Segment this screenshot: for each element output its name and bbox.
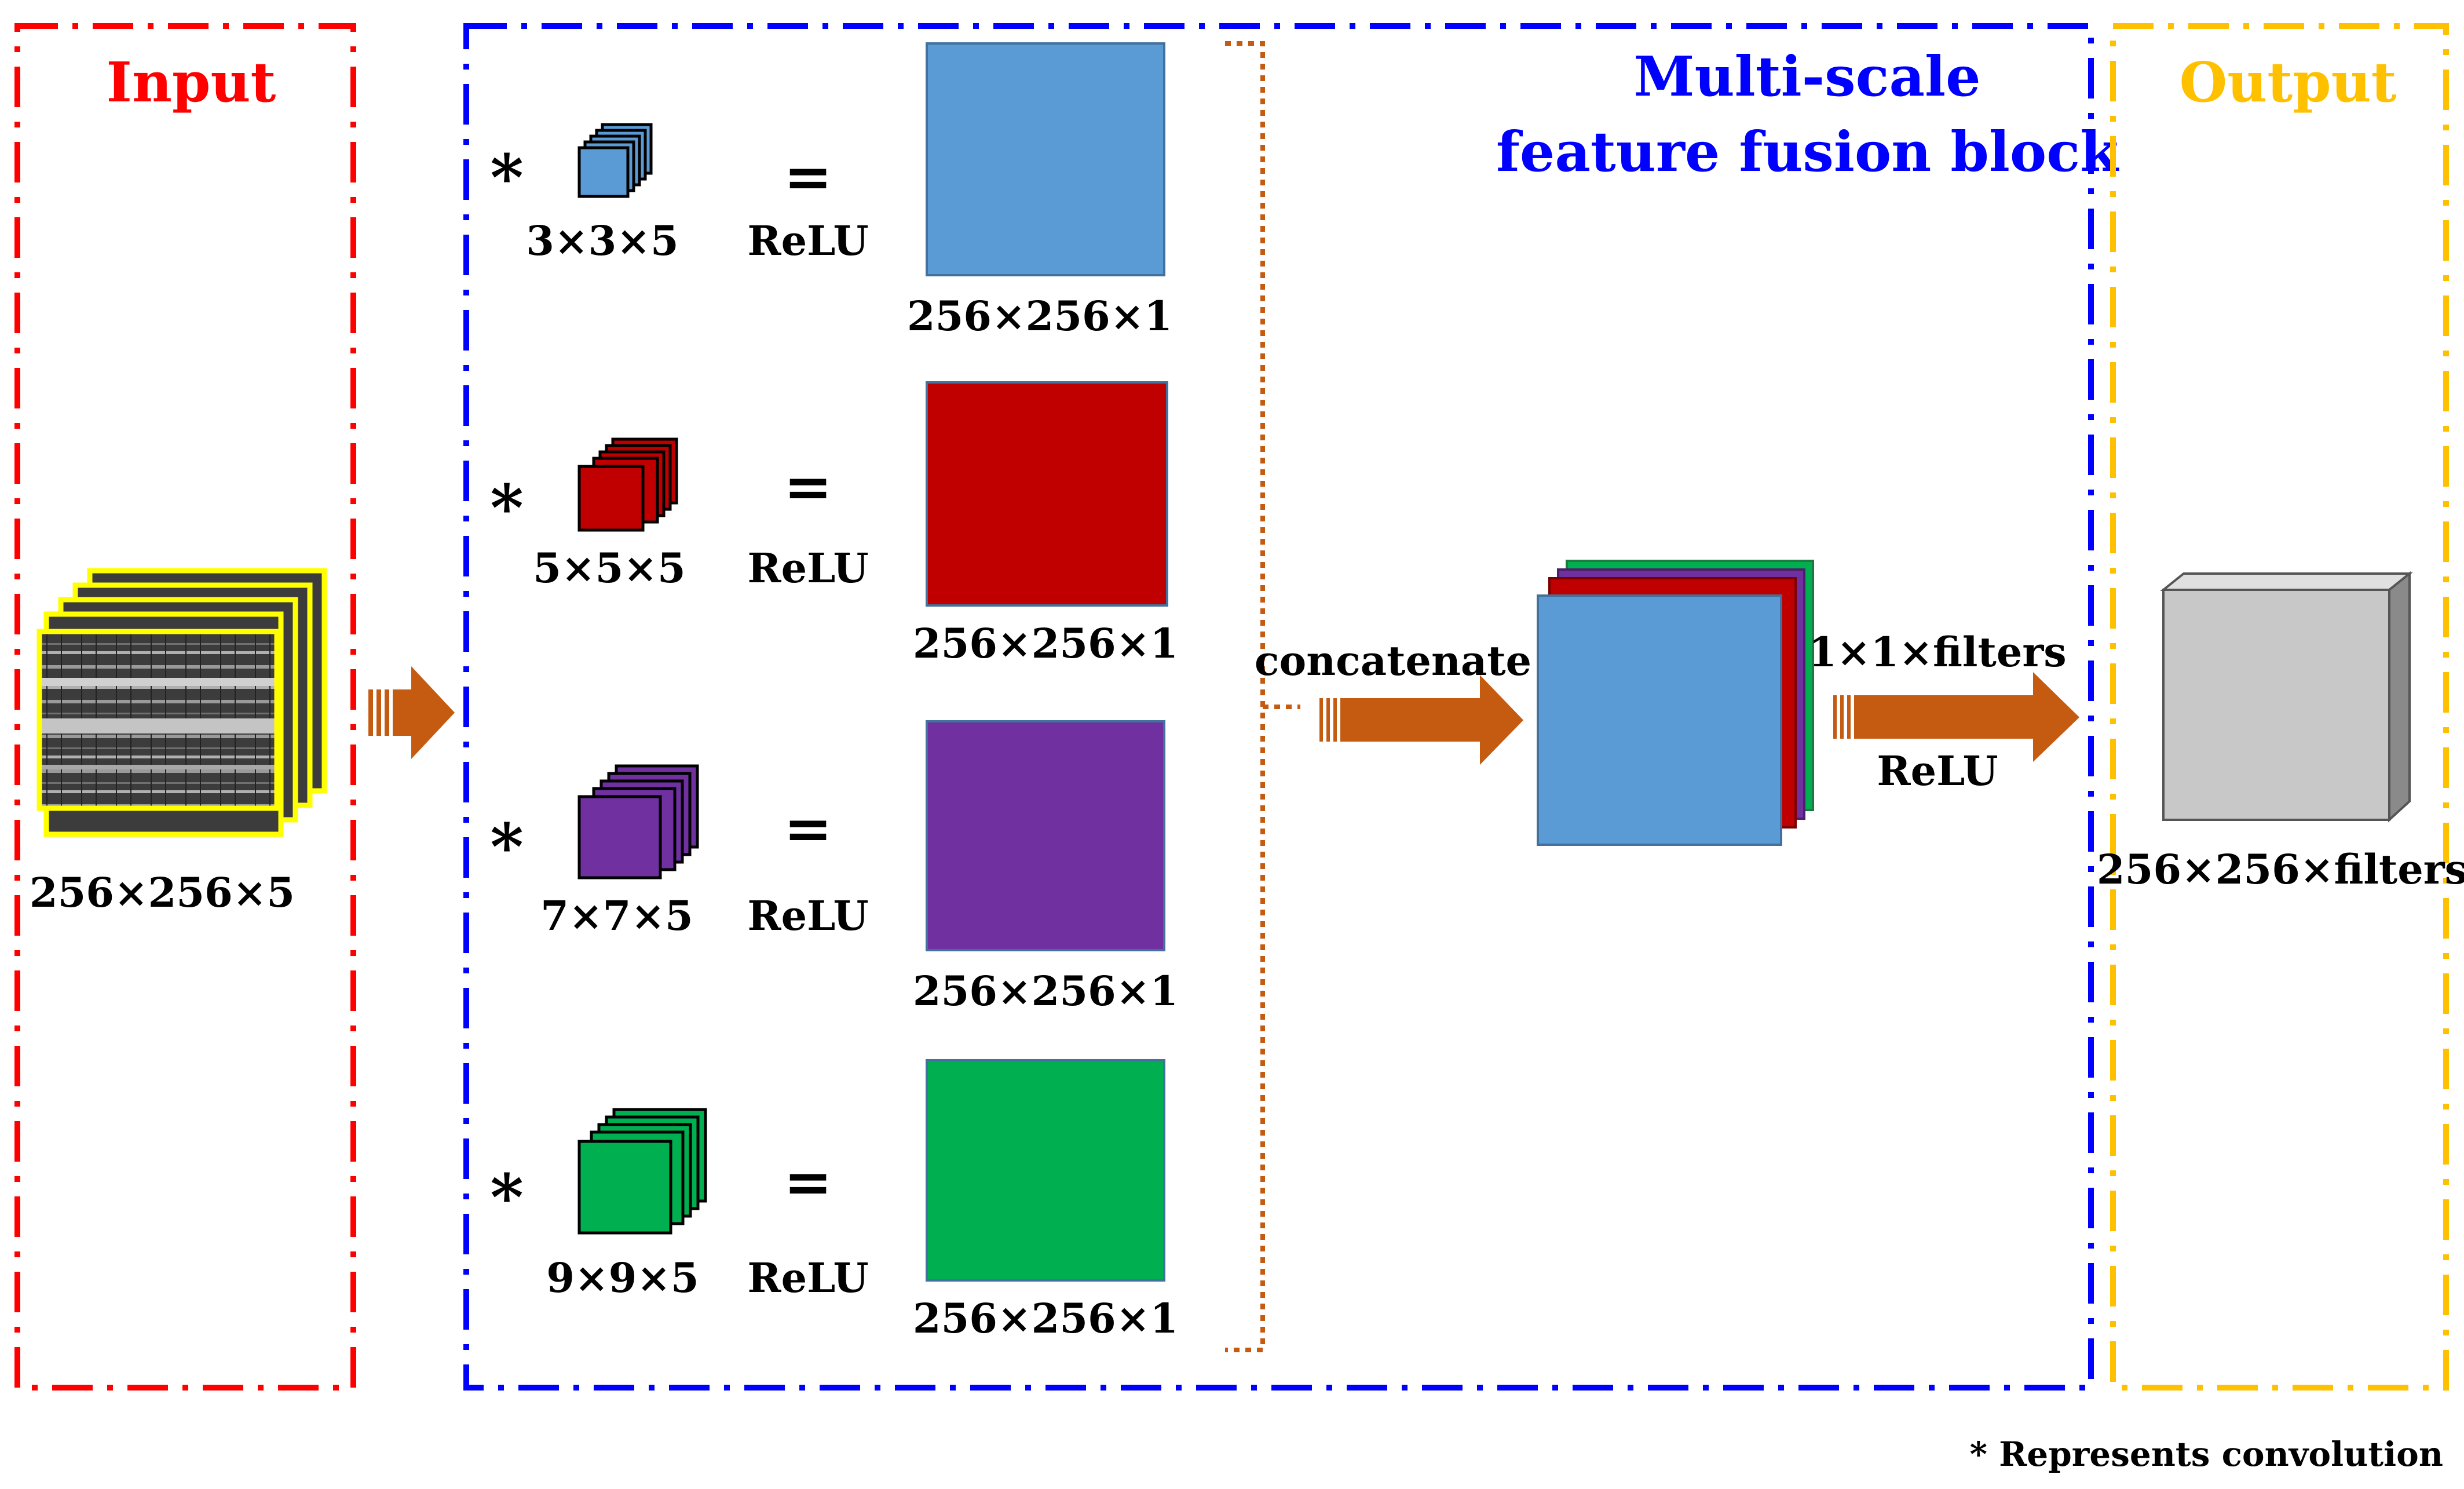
kernel-cube-5x5: [577, 437, 678, 532]
output-panel-border: [2110, 23, 2449, 1391]
concatenate-bracket: [1225, 41, 1300, 1352]
feature-map-green: [926, 1059, 1165, 1282]
activation-label-9x9: ReLU: [747, 1254, 868, 1302]
branch-7x7: * 7×7×5 = ReLU 256×256×1: [490, 720, 1178, 1015]
concatenate-label: concatenate: [1255, 637, 1531, 685]
equals-symbol: =: [784, 794, 832, 863]
concatenate-arrow: [1319, 675, 1523, 765]
kernel-label-7x7: 7×7×5: [540, 892, 693, 940]
feature-map-purple: [926, 720, 1165, 951]
kernel-cube-3x3: [577, 123, 653, 198]
convolution-symbol: *: [490, 809, 524, 884]
kernel-cube-7x7: [577, 764, 699, 879]
fusion-title-line2: feature fusion block: [1496, 120, 2119, 184]
output-cube: [2160, 571, 2413, 823]
activation-label-3x3: ReLU: [747, 217, 868, 265]
feature-map-label-purple: 256×256×1: [913, 967, 1178, 1015]
feature-map-red: [926, 381, 1168, 607]
equals-symbol: =: [784, 452, 832, 521]
pointwise-conv-label: 1×1×filters: [1808, 628, 2066, 676]
concatenated-feature-stack: [1537, 560, 1814, 846]
output-size-label: 256×256×filters: [2097, 845, 2464, 893]
branch-3x3: * 3×3×5 = ReLU 256×256×1: [490, 42, 1172, 340]
input-size-label: 256×256×5: [30, 868, 295, 917]
input-image-stack: [36, 568, 327, 837]
equals-symbol: =: [784, 143, 832, 211]
kernel-cube-9x9: [577, 1108, 707, 1235]
activation-label-5x5: ReLU: [747, 544, 868, 592]
input-to-fusion-arrow: [368, 666, 455, 759]
branch-5x5: * 5×5×5 = ReLU 256×256×1: [490, 381, 1178, 667]
input-panel-border: [14, 23, 356, 1391]
feature-map-blue: [926, 42, 1165, 276]
input-title: Input: [107, 50, 276, 115]
activation-label-7x7: ReLU: [747, 892, 868, 940]
convolution-symbol: *: [490, 470, 524, 545]
fusion-panel-border: [463, 23, 2094, 1391]
branch-9x9: * 9×9×5 = ReLU 256×256×1: [490, 1059, 1178, 1342]
pointwise-conv-arrow: [1833, 672, 2079, 762]
fusion-title-line1: Multi-scale: [1633, 45, 1980, 109]
convolution-symbol: *: [490, 140, 524, 215]
kernel-label-5x5: 5×5×5: [533, 544, 685, 592]
kernel-label-3x3: 3×3×5: [526, 217, 678, 265]
feature-map-label-blue: 256×256×1: [907, 292, 1172, 340]
feature-map-label-green: 256×256×1: [913, 1294, 1178, 1342]
input-panel: Input 256×256×5: [14, 23, 356, 1391]
output-title: Output: [2179, 50, 2396, 115]
output-panel: Output 256×256×filters: [2097, 23, 2464, 1391]
kernel-label-9x9: 9×9×5: [546, 1254, 699, 1302]
equals-symbol: =: [784, 1148, 832, 1216]
feature-map-label-red: 256×256×1: [913, 619, 1178, 667]
convolution-symbol: *: [490, 1160, 524, 1235]
footnote: * Represents convolution: [1970, 1435, 2443, 1474]
input-image: [36, 629, 280, 811]
pointwise-activation-label: ReLU: [1877, 747, 1998, 795]
fusion-panel: Multi-scale feature fusion block * 3×3×5…: [463, 23, 2119, 1391]
